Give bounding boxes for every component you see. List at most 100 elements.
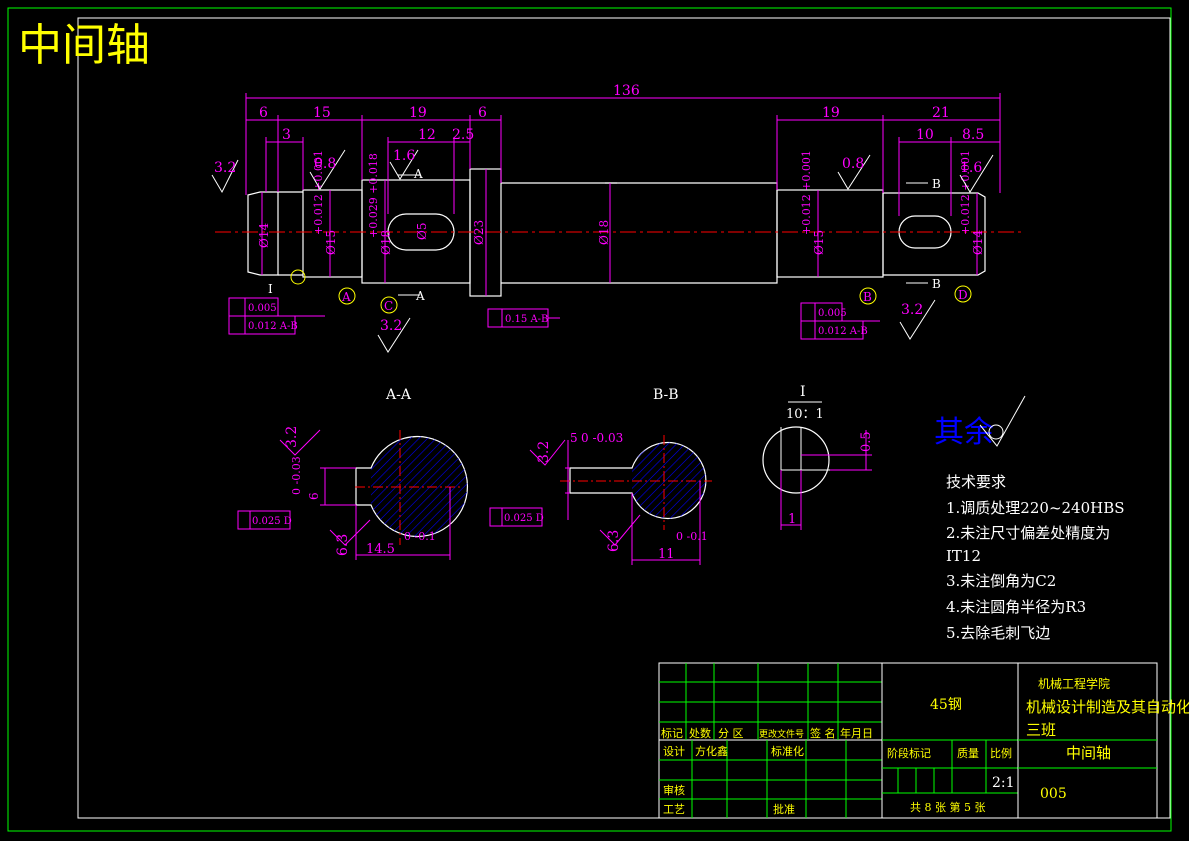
drawing-no: 005 [1040,786,1067,802]
section-markers: A A B B I [268,167,941,303]
dia-14: Ø14 [257,223,271,248]
dia-15-left: Ø15 [324,230,338,255]
standardize-label: 标准化 [771,744,804,758]
roughness-value: 3.2 [901,302,923,318]
datum-a: A [341,290,351,304]
dim-2-5: 2.5 [452,127,474,143]
aa-width-tol: 0 -0.03 [290,456,303,495]
section-a-bottom: A [415,289,425,303]
tol-mid: 0.15 A-B [505,314,548,325]
dia-15-right-tol: +0.012 +0.001 [800,150,813,235]
remaining-roughness-symbol [979,395,1026,447]
design-label: 设计 [663,745,685,758]
dia-15-left-tol: +0.012 +0.001 [312,150,325,235]
class: 机械设计制造及其自动化 [1026,698,1189,716]
tolerance-frames [228,297,880,340]
bb-width: 5 [570,431,578,445]
datum-d: D [958,288,968,302]
material: 45钢 [930,697,962,713]
dia-14-right: Ø14 [971,230,985,255]
tech-req-item: IT12 [946,547,981,565]
inner-border [77,17,1171,819]
shaft-middle [501,182,778,284]
review-label: 审核 [663,783,685,797]
stage-mark-label: 阶段标记 [887,746,931,760]
section-bb-view: 3.2 6.3 5 0 -0.03 11 0 -0.1 0.025 D [489,431,712,565]
dia-5-key: Ø5 [415,223,429,240]
dia-15-right: Ø15 [812,230,826,255]
drawing-title: 中间轴 [18,20,150,71]
shaft-right-end [882,192,986,276]
hdr-date: 年月日 [840,726,873,740]
roughness-symbol [389,149,419,180]
roughness-symbol [959,154,994,193]
class2: 三班 [1026,721,1056,739]
bb-roughness-1: 3.2 [536,441,552,463]
hdr-zone: 分 区 [718,727,744,740]
shaft-bearing-right [776,189,884,278]
aa-tol-frame: 0.025 D [252,516,292,527]
tech-req-item: 5.去除毛刺飞边 [946,624,1050,642]
sheet-count: 共 8 张 第 5 张 [910,800,985,814]
roughness-value: 1.6 [960,160,982,176]
tech-req-item: 2.未注尺寸偏差处精度为 [946,524,1110,542]
roughness-value: 3.2 [380,318,402,334]
dim-6b: 6 [478,105,487,121]
shaft-groove [278,191,303,276]
bb-depth: 11 [658,547,675,562]
bb-roughness-2: 6.3 [606,530,622,552]
roughness-values: 3.2 0.8 1.6 3.2 0.8 1.6 3.2 [214,148,982,334]
section-a-top: A [413,167,423,181]
bb-tol-frame: 0.025 D [504,513,544,524]
ratio-label: 比例 [990,746,1012,760]
part-name: 中间轴 [1066,744,1111,762]
dia-18-mid: Ø18 [597,220,611,245]
roughness-symbols [211,149,994,353]
dim-overall: 136 [613,83,640,99]
approve-label: 批准 [773,802,795,816]
school: 机械工程学院 [1038,676,1110,691]
detail-i-view: I 10：1 1 0.5 [762,384,874,530]
bb-depth-tol: 0 -0.1 [676,530,708,543]
dia-18-key: Ø18 [379,230,393,255]
detail-i-dim-1: 1 [788,512,796,527]
aa-width: 6 [307,492,321,500]
tech-requirements: 技术要求 1.调质处理220~240HBS 2.未注尺寸偏差处精度为 IT12 … [946,473,1125,642]
roughness-value: 3.2 [214,160,236,176]
roughness-value: 1.6 [393,148,415,164]
dim-6a: 6 [259,105,268,121]
roughness-symbol [837,154,871,190]
section-bb-title: B-B [653,387,679,403]
hdr-count: 处数 [689,727,711,740]
bb-width-tol: 0 -0.03 [581,431,623,445]
roughness-symbol [309,149,346,190]
aa-depth-tol: 0 -0.1 [404,530,436,543]
hdr-file: 更改文件号 [759,728,804,740]
detail-i-title: I [800,384,806,400]
hdr-mark: 标记 [661,726,683,740]
roughness-symbol [899,299,936,340]
detail-i-dim-2: 0.5 [859,431,874,452]
tol-left-1: 0.005 [248,303,277,314]
title-block-texts: 45钢 机械工程学院 机械设计制造及其自动化 三班 中间轴 005 2:1 共 … [661,676,1189,816]
datum-markers: A B C D [338,285,972,314]
dim-15: 15 [313,105,331,121]
detail-i-scale: 10：1 [786,407,824,422]
tech-req-item: 1.调质处理220~240HBS [946,499,1125,517]
roughness-value: 0.8 [314,156,336,172]
outer-border [7,7,1172,832]
datum-c: C [384,299,393,313]
roughness-symbol [377,317,411,353]
tol-right-2: 0.012 A-B [818,326,868,337]
aa-roughness-2: 6.3 [335,534,351,556]
dim-12: 12 [418,127,436,143]
section-aa-title: A-A [385,387,412,403]
tech-req-title: 技术要求 [946,473,1006,491]
dim-21: 21 [932,105,950,121]
hdr-sign: 签 名 [810,726,836,740]
datum-b: B [863,290,872,304]
tech-req-item: 3.未注倒角为C2 [946,572,1056,590]
section-b-top: B [932,177,941,191]
detail-mark: I [268,282,273,296]
